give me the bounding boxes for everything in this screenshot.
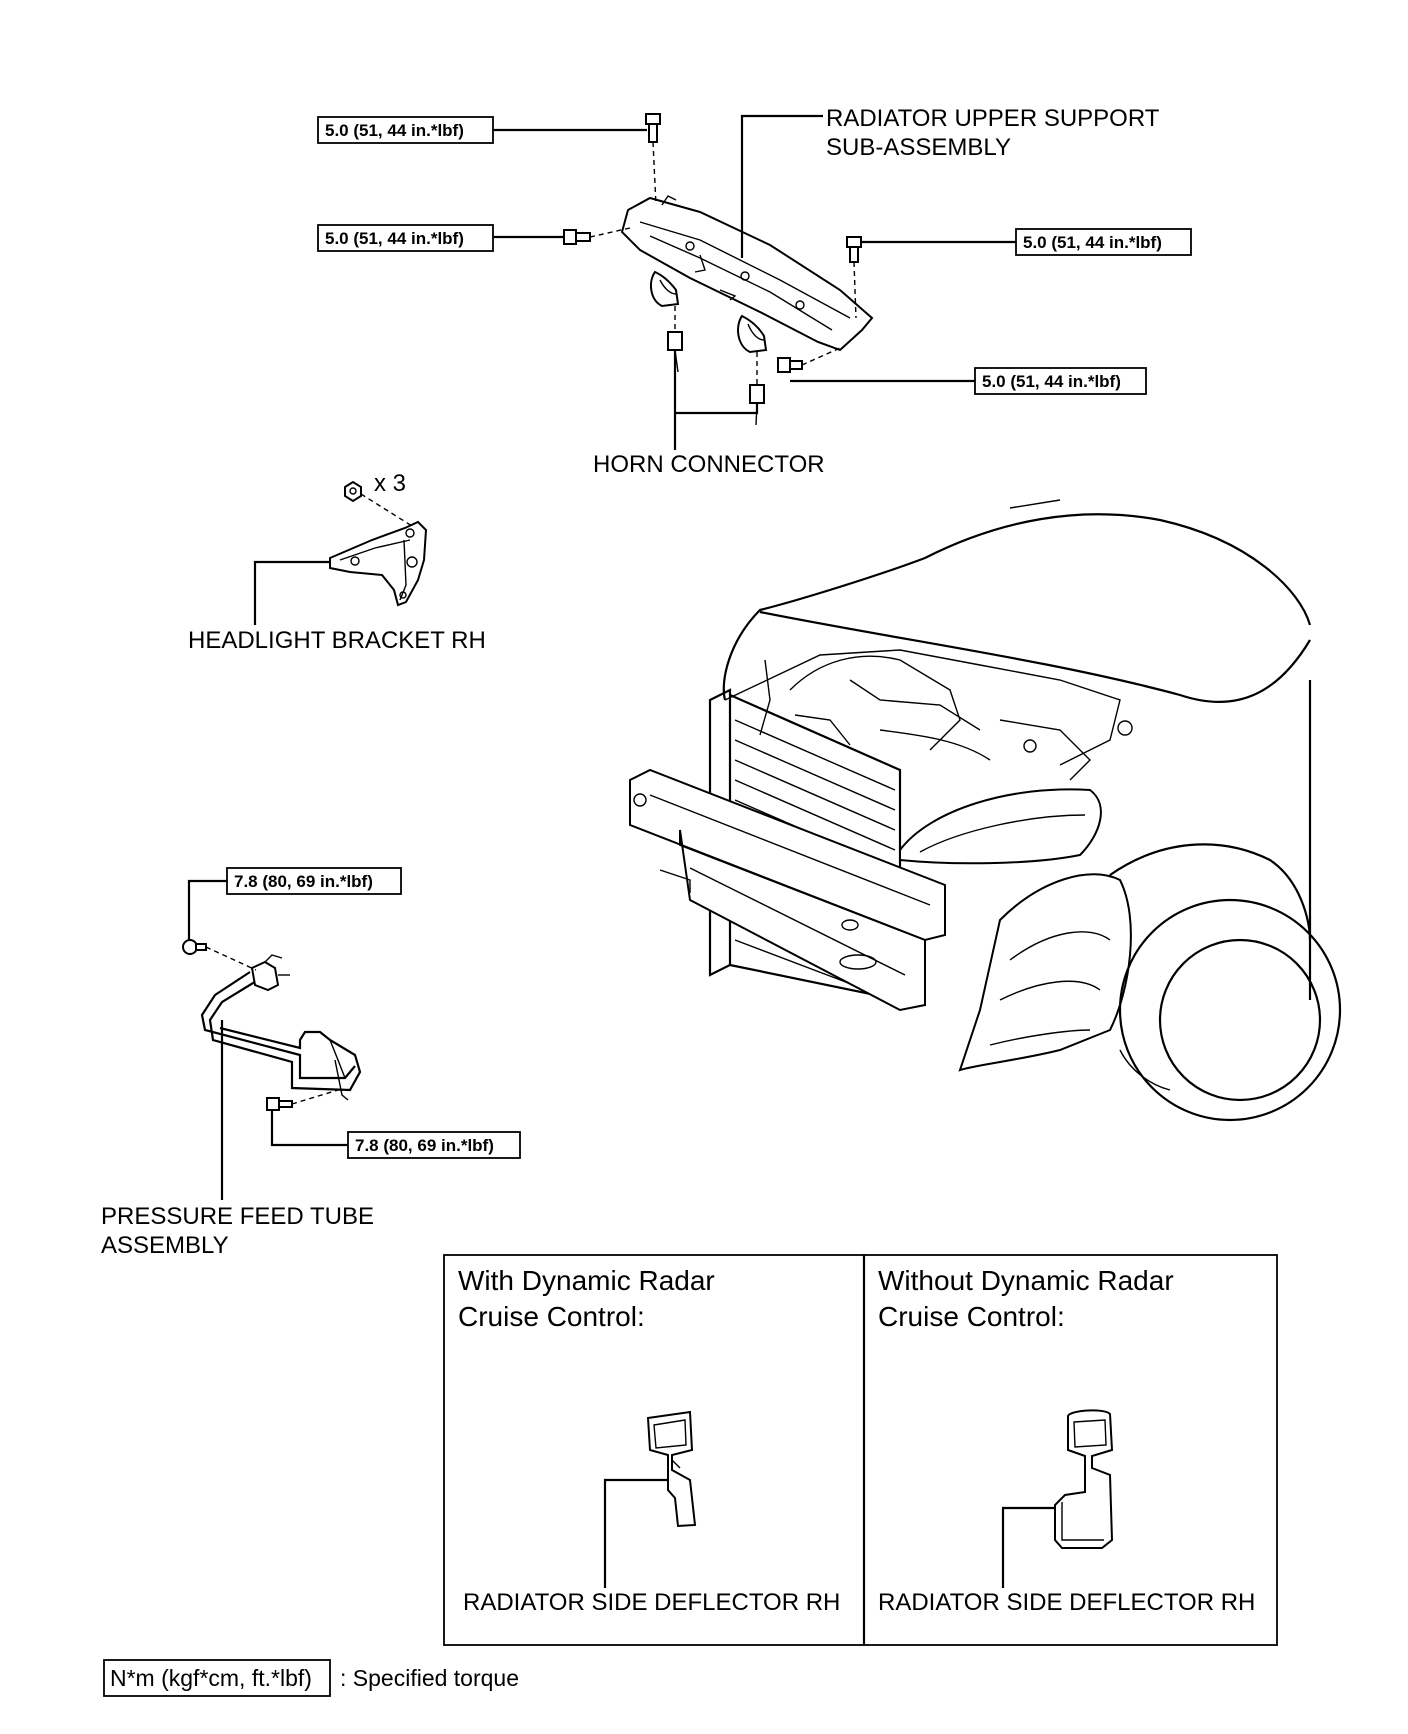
headlight-bracket-label: HEADLIGHT BRACKET RH xyxy=(188,627,486,654)
torque-box: 5.0 (51, 44 in.*lbf) xyxy=(1015,228,1192,256)
pressure-feed-tube-label-line1: PRESSURE FEED TUBE xyxy=(101,1203,374,1230)
legend-unit-text: N*m (kgf*cm, ft.*lbf) xyxy=(110,1665,312,1691)
radiator-upper-support-label-line1: RADIATOR UPPER SUPPORT xyxy=(826,105,1160,132)
variant-with-title-line2: Cruise Control: xyxy=(458,1301,645,1332)
torque-value: 7.8 (80, 69 in.*lbf) xyxy=(355,1136,494,1155)
torque-legend: N*m (kgf*cm, ft.*lbf) : Specified torque xyxy=(103,1659,519,1697)
torque-box: 5.0 (51, 44 in.*lbf) xyxy=(317,224,494,252)
bolt-icon xyxy=(777,357,803,373)
deflector-without-radar-drawing xyxy=(1054,1409,1114,1549)
deflector-without-radar-label: RADIATOR SIDE DEFLECTOR RH xyxy=(878,1589,1255,1616)
torque-value: 5.0 (51, 44 in.*lbf) xyxy=(982,372,1121,391)
bolt-icon xyxy=(846,236,862,263)
variant-table xyxy=(443,1254,1278,1646)
torque-value: 5.0 (51, 44 in.*lbf) xyxy=(325,121,464,140)
horn-connector-label: HORN CONNECTOR xyxy=(593,451,825,478)
bolt-icon xyxy=(182,939,207,955)
deflector-with-radar-drawing xyxy=(646,1410,697,1528)
variant-without-title-line1: Without Dynamic Radar xyxy=(878,1265,1174,1296)
torque-value: 5.0 (51, 44 in.*lbf) xyxy=(325,229,464,248)
bolt-icon xyxy=(645,113,661,143)
torque-value: 5.0 (51, 44 in.*lbf) xyxy=(1023,233,1162,252)
torque-box: 7.8 (80, 69 in.*lbf) xyxy=(226,867,402,895)
bolt-icon xyxy=(266,1097,293,1111)
pressure-feed-tube-drawing xyxy=(182,939,362,1111)
quantity-label: x 3 xyxy=(374,470,406,497)
variant-without-title-line2: Cruise Control: xyxy=(878,1301,1065,1332)
bolt-icon xyxy=(563,229,591,245)
radiator-upper-support-drawing xyxy=(563,113,874,426)
deflector-with-radar-label: RADIATOR SIDE DEFLECTOR RH xyxy=(463,1589,840,1616)
headlight-bracket-drawing xyxy=(329,480,428,607)
torque-value: 7.8 (80, 69 in.*lbf) xyxy=(234,872,373,891)
torque-box: 7.8 (80, 69 in.*lbf) xyxy=(347,1131,521,1159)
legend-unit-box xyxy=(103,1659,331,1697)
torque-box: 5.0 (51, 44 in.*lbf) xyxy=(317,116,494,144)
nut-icon xyxy=(344,480,362,503)
radiator-upper-support-label-line2: SUB-ASSEMBLY xyxy=(826,134,1011,161)
leader-line xyxy=(1001,1506,1055,1588)
variant-with-title-line1: With Dynamic Radar xyxy=(458,1265,715,1296)
legend-description: : Specified torque xyxy=(340,1665,519,1691)
leader-line xyxy=(603,1478,668,1588)
torque-box: 5.0 (51, 44 in.*lbf) xyxy=(974,367,1147,395)
vehicle-front-illustration xyxy=(629,499,1342,1122)
pressure-feed-tube-label-line2: ASSEMBLY xyxy=(101,1232,229,1259)
